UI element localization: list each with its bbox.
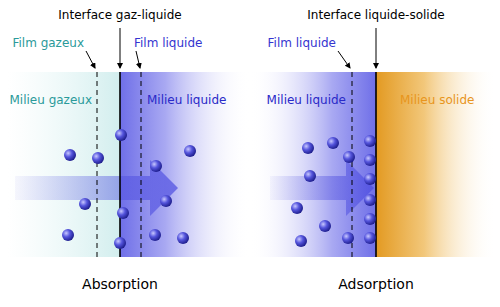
medium-label: Milieu liquide	[147, 93, 226, 107]
interface-line	[119, 72, 121, 257]
medium-label: Milieu gazeux	[9, 93, 92, 107]
liquid-medium	[120, 72, 250, 257]
leader-line	[136, 51, 140, 68]
panel-title: Adsorption	[338, 276, 414, 293]
interface-label: Interface liquide-solide	[307, 8, 444, 22]
flow-arrow	[270, 160, 374, 216]
leader-line	[338, 51, 350, 68]
gas-film-boundary	[97, 72, 98, 257]
molecules	[62, 129, 196, 249]
leader-line	[86, 51, 95, 68]
liquid-film-boundary	[141, 72, 142, 257]
liquid-film-boundary	[352, 72, 353, 257]
film-label: Film liquide	[134, 36, 202, 50]
liquid-medium	[250, 72, 376, 257]
medium-label: Milieu liquide	[267, 93, 346, 107]
leader-line	[376, 28, 377, 68]
medium-label: Milieu solide	[400, 93, 474, 107]
gas-medium	[8, 72, 120, 257]
film-label: Film liquide	[268, 36, 336, 50]
panel-title: Absorption	[82, 276, 158, 293]
film-label: Film gazeux	[12, 36, 84, 50]
interface-line	[375, 72, 377, 257]
leader-line	[120, 28, 121, 68]
interface-label: Interface gaz-liquide	[58, 8, 181, 22]
solid-medium	[376, 72, 496, 257]
molecules	[291, 135, 376, 247]
